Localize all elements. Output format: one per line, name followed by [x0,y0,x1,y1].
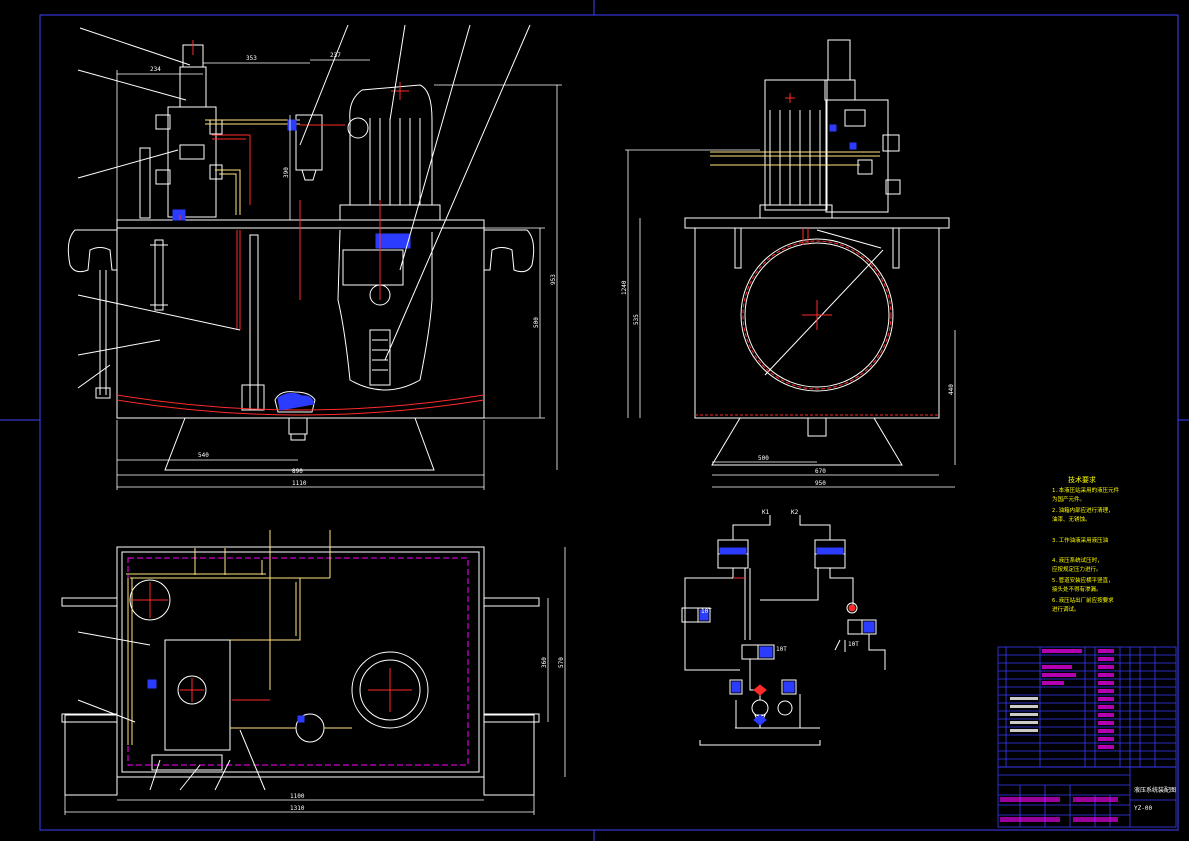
plan-view-leaders [77,631,266,791]
tech-requirement-line: 为国产元件。 [1052,495,1085,503]
title-block-text: 液压系统装配图 YZ-00 [1134,786,1176,812]
dim-side-bottom-3: 950 [815,480,826,487]
dim-side-bottom-1: 500 [758,455,769,462]
front-view-dims [116,59,562,490]
front-view [67,44,535,471]
hydraulic-schematic-colored [699,547,875,726]
dim-front-top-3: 237 [330,52,341,59]
tech-requirement-line: 3.工作油液采用液压油 [1052,536,1109,544]
plan-view [61,546,540,796]
dim-front-top-2: 353 [246,55,257,62]
drawing-border [39,14,1179,831]
dim-plan-bottom-2: 1310 [290,805,305,812]
side-view-dim-text: 500 670 950 1240 535 440 [621,280,955,487]
dim-side-right: 440 [948,384,955,395]
tech-requirement-line: 2.油箱内部应进行清理， [1052,506,1114,514]
tech-requirement-line: 油漆、无锈蚀。 [1052,515,1091,523]
title-block-title: 液压系统装配图 [1134,786,1176,794]
dim-front-bottom-1: 540 [198,452,209,459]
dim-front-right-2: 953 [550,274,557,285]
tech-requirement-line: 进行调试。 [1052,605,1080,613]
dim-side-bottom-2: 670 [815,468,826,475]
dim-plan-right-1: 360 [541,657,548,668]
side-view [684,39,950,466]
schematic-label-valve-1: 10T [701,608,712,615]
dim-front-bottom-3: 1110 [292,480,307,487]
tech-requirement-line: 6.液压站出厂前应按要求 [1052,596,1114,604]
tech-requirement-line: 5.管道安装应横平竖直， [1052,576,1114,584]
tech-requirement-line: 应按规定压力进行。 [1052,565,1102,573]
title-block [997,766,1177,828]
front-view-leaders [77,24,531,389]
dim-front-top-1: 234 [150,66,161,73]
title-block-code: YZ-00 [1134,805,1152,812]
dim-side-left-2: 535 [633,314,640,325]
tech-requirement-line: 接头处不得有渗漏。 [1052,585,1102,593]
title-block-marks [1000,797,1118,822]
schematic-label-k2: K2 [791,509,799,516]
tech-requirements-title: 技术要求 [1068,475,1096,484]
dim-front-right-1: 500 [533,317,540,328]
dim-front-left: 390 [283,167,290,178]
dim-plan-bottom-1: 1100 [290,793,305,800]
front-view-dim-text: 234 353 237 540 890 1110 500 953 390 [150,52,557,487]
tech-requirement-line: 1.本液压站采用的液压元件 [1052,486,1120,494]
parts-list-fill [1010,649,1114,749]
plan-view-dims [64,547,566,815]
parts-list [997,646,1177,768]
side-view-colored [695,93,939,416]
dim-plan-right-2: 570 [558,657,565,668]
schematic-label-valve-2: 10T [776,646,787,653]
schematic-labels: K1 K2 10T 10T 10T [701,509,859,653]
front-view-centerlines [192,40,409,100]
dim-front-bottom-2: 890 [292,468,303,475]
schematic-label-k1: K1 [762,509,770,516]
dim-side-left-1: 1240 [621,280,628,295]
plan-view-dim-text: 1100 1310 360 570 [290,657,565,812]
schematic-label-valve-3: 10T [848,641,859,648]
side-view-dims [625,149,956,488]
plan-view-colored [126,530,469,766]
tech-requirement-line: 4.液压系统试压时， [1052,556,1103,564]
tech-requirements: 技术要求 1.本液压站采用的液压元件 为国产元件。 2.油箱内部应进行清理， 油… [1052,475,1120,613]
